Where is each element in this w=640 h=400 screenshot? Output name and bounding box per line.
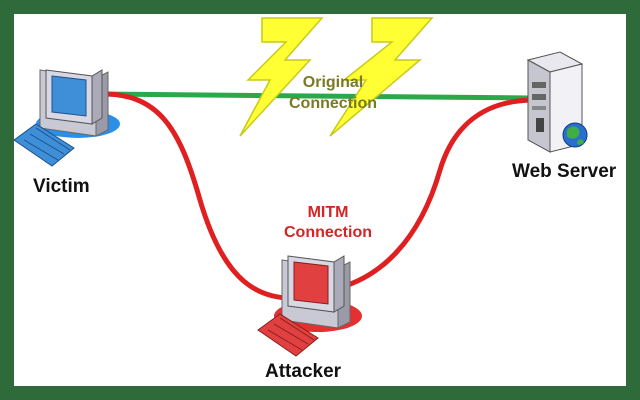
globe-icon bbox=[562, 122, 588, 148]
attacker-label: Attacker bbox=[265, 361, 342, 382]
original-connection-line1: Original bbox=[302, 74, 364, 91]
original-connection-line2: Connection bbox=[289, 95, 377, 112]
attacker-computer-icon bbox=[257, 255, 362, 357]
victim-computer-icon bbox=[13, 69, 120, 167]
lightning-bolt-icon bbox=[329, 17, 434, 137]
mitm-connection-line1: MITM bbox=[307, 204, 349, 221]
victim-label: Victim bbox=[33, 176, 90, 197]
mitm-connection-line2: Connection bbox=[284, 224, 372, 241]
web-server-label: Web Server bbox=[512, 161, 617, 182]
original-connection-label: Original Connection bbox=[268, 72, 398, 114]
server-tower-icon bbox=[526, 51, 584, 153]
mitm-connection-line bbox=[95, 91, 538, 301]
original-connection-line bbox=[95, 91, 533, 101]
mitm-connection-label: MITM Connection bbox=[268, 203, 388, 243]
lightning-bolt-icon bbox=[239, 17, 324, 137]
